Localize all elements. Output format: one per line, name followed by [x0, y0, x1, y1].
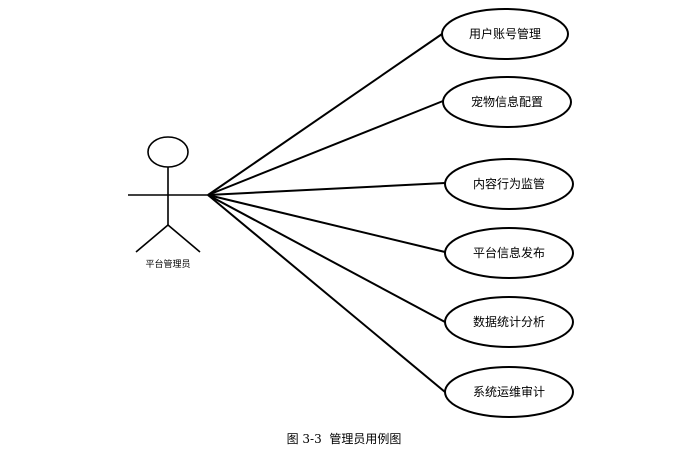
use-case-3: 内容行为监管	[444, 158, 574, 210]
use-case-ellipse	[444, 296, 574, 348]
actor-head	[147, 136, 189, 168]
actor-left-leg	[135, 224, 169, 253]
figure-caption: 图 3-3 管理员用例图	[287, 431, 402, 446]
use-case-ellipse	[441, 8, 569, 60]
association-line-1	[207, 33, 443, 196]
use-case-ellipse	[444, 366, 574, 418]
association-line-3	[207, 182, 446, 196]
use-case-ellipse	[444, 227, 574, 279]
association-line-2	[207, 100, 444, 196]
association-lines	[207, 33, 446, 393]
use-case-4: 平台信息发布	[444, 227, 574, 279]
use-case-ellipse	[442, 76, 572, 128]
association-line-6	[207, 194, 446, 393]
use-case-1: 用户账号管理	[441, 8, 569, 60]
use-case-label: 宠物信息配置	[471, 94, 543, 109]
use-case-label: 数据统计分析	[473, 314, 545, 329]
use-case-6: 系统运维审计	[444, 366, 574, 418]
use-case-label: 内容行为监管	[473, 176, 545, 191]
use-case-label: 用户账号管理	[469, 26, 541, 41]
association-line-5	[207, 194, 446, 323]
association-line-4	[207, 194, 446, 253]
use-case-ellipse	[444, 158, 574, 210]
use-case-label: 平台信息发布	[473, 245, 545, 260]
use-case-5: 数据统计分析	[444, 296, 574, 348]
actor-label: 平台管理员	[145, 258, 190, 270]
actor-right-leg	[167, 224, 201, 253]
actor-figure: 平台管理员	[128, 136, 208, 270]
use-case-label: 系统运维审计	[473, 384, 545, 399]
use-case-2: 宠物信息配置	[442, 76, 572, 128]
